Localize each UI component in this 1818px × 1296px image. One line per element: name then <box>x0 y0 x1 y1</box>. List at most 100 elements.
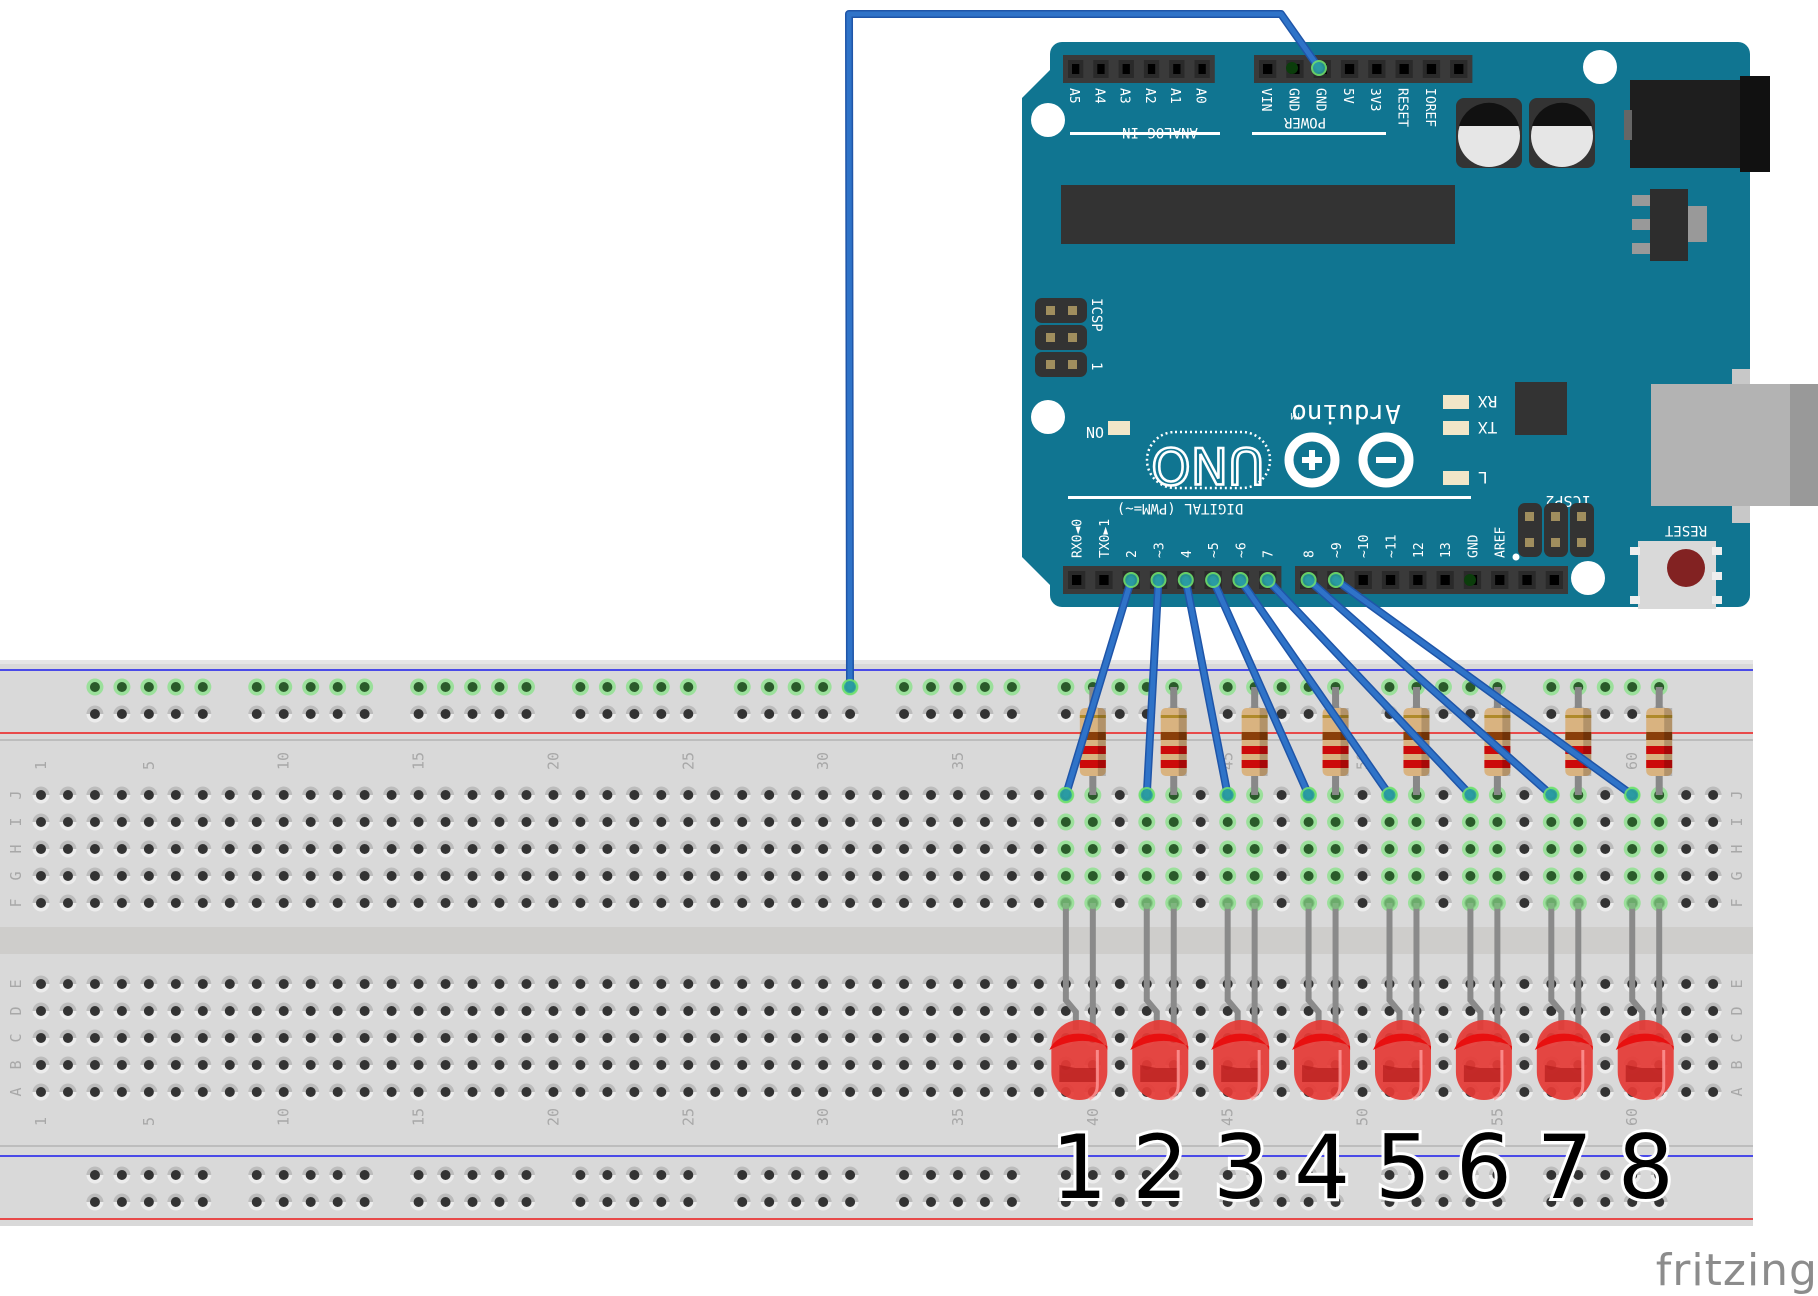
rail-hole-bottom-neg[interactable] <box>248 1166 266 1184</box>
hole-I11[interactable] <box>302 813 320 831</box>
hole-D2[interactable] <box>59 1002 77 1020</box>
signal-wire-pin-6[interactable] <box>1232 572 1398 803</box>
hole-I8[interactable] <box>221 813 239 831</box>
hole-F25[interactable] <box>679 894 697 912</box>
hole-B6[interactable] <box>167 1056 185 1074</box>
hole-E19[interactable] <box>517 975 535 993</box>
hole-I34[interactable] <box>922 813 940 831</box>
hole-A12[interactable] <box>329 1083 347 1101</box>
hole-C20[interactable] <box>544 1029 562 1047</box>
hole-C12[interactable] <box>329 1029 347 1047</box>
hole-F35[interactable] <box>949 894 967 912</box>
hole-D3[interactable] <box>86 1002 104 1020</box>
rail-hole-top-neg[interactable] <box>1381 678 1398 696</box>
hole-F16[interactable] <box>437 894 455 912</box>
hole-E63[interactable] <box>1704 975 1722 993</box>
hole-C29[interactable] <box>787 1029 805 1047</box>
rail-hole-bottom-neg[interactable] <box>437 1166 455 1184</box>
rail-hole-top-pos[interactable] <box>571 705 589 723</box>
hole-H5[interactable] <box>140 840 158 858</box>
hole-C25[interactable] <box>679 1029 697 1047</box>
hole-A1[interactable] <box>32 1083 50 1101</box>
hole-C36[interactable] <box>976 1029 994 1047</box>
rail-hole-top-neg[interactable] <box>787 678 805 696</box>
hole-H10[interactable] <box>275 840 293 858</box>
hole-G1[interactable] <box>32 867 50 885</box>
hole-A44[interactable] <box>1192 1083 1210 1101</box>
hole-G29[interactable] <box>787 867 805 885</box>
hole-F29[interactable] <box>787 894 805 912</box>
hole-F5[interactable] <box>140 894 158 912</box>
hole-F31[interactable] <box>841 894 859 912</box>
hole-C5[interactable] <box>140 1029 158 1047</box>
rail-hole-bottom-pos[interactable] <box>437 1193 455 1211</box>
hole-I2[interactable] <box>59 813 77 831</box>
hole-H42[interactable] <box>1138 840 1156 858</box>
hole-I57[interactable] <box>1542 813 1560 831</box>
rail-hole-bottom-pos[interactable] <box>1246 1193 1264 1211</box>
rail-hole-bottom-pos[interactable] <box>1461 1193 1479 1211</box>
hole-J21[interactable] <box>571 786 589 804</box>
hole-F4[interactable] <box>113 894 131 912</box>
rail-hole-bottom-neg[interactable] <box>922 1166 940 1184</box>
hole-C1[interactable] <box>32 1029 50 1047</box>
hole-I16[interactable] <box>437 813 455 831</box>
hole-C27[interactable] <box>733 1029 751 1047</box>
hole-G60[interactable] <box>1623 867 1641 885</box>
hole-G46[interactable] <box>1246 867 1264 885</box>
hole-F9[interactable] <box>248 894 266 912</box>
hole-B56[interactable] <box>1515 1056 1533 1074</box>
hole-H34[interactable] <box>922 840 940 858</box>
rail-hole-bottom-pos[interactable] <box>625 1193 643 1211</box>
hole-H55[interactable] <box>1488 840 1506 858</box>
hole-I51[interactable] <box>1381 813 1398 831</box>
hole-H28[interactable] <box>760 840 778 858</box>
hole-G58[interactable] <box>1569 867 1587 885</box>
hole-E24[interactable] <box>652 975 670 993</box>
rail-hole-bottom-pos[interactable] <box>1407 1193 1425 1211</box>
hole-C26[interactable] <box>706 1029 724 1047</box>
hole-A36[interactable] <box>976 1083 994 1101</box>
hole-F28[interactable] <box>760 894 778 912</box>
rail-hole-top-neg[interactable] <box>248 678 266 696</box>
hole-I52[interactable] <box>1407 813 1425 831</box>
hole-D18[interactable] <box>490 1002 508 1020</box>
hole-G55[interactable] <box>1488 867 1506 885</box>
hole-D8[interactable] <box>221 1002 239 1020</box>
hole-B41[interactable] <box>1111 1056 1129 1074</box>
rail-hole-bottom-pos[interactable] <box>464 1193 482 1211</box>
hole-J33[interactable] <box>895 786 913 804</box>
hole-I62[interactable] <box>1677 813 1695 831</box>
hole-C3[interactable] <box>86 1029 104 1047</box>
rail-hole-top-pos[interactable] <box>329 705 347 723</box>
rail-hole-bottom-neg[interactable] <box>356 1166 374 1184</box>
hole-C19[interactable] <box>517 1029 535 1047</box>
rail-hole-bottom-pos[interactable] <box>1219 1193 1237 1211</box>
rail-hole-top-neg[interactable] <box>1623 678 1641 696</box>
rail-hole-top-neg[interactable] <box>356 678 374 696</box>
hole-J44[interactable] <box>1192 786 1210 804</box>
hole-C17[interactable] <box>464 1029 482 1047</box>
hole-E2[interactable] <box>59 975 77 993</box>
hole-E35[interactable] <box>949 975 967 993</box>
hole-A37[interactable] <box>1003 1083 1021 1101</box>
rail-hole-bottom-pos[interactable] <box>814 1193 832 1211</box>
rail-hole-bottom-neg[interactable] <box>1300 1166 1318 1184</box>
hole-F19[interactable] <box>517 894 535 912</box>
hole-E21[interactable] <box>571 975 589 993</box>
hole-B14[interactable] <box>383 1056 401 1074</box>
hole-F53[interactable] <box>1434 894 1452 912</box>
rail-hole-top-neg[interactable] <box>1057 678 1075 696</box>
hole-H35[interactable] <box>949 840 967 858</box>
rail-hole-bottom-pos[interactable] <box>194 1193 212 1211</box>
hole-G36[interactable] <box>976 867 994 885</box>
hole-G7[interactable] <box>194 867 212 885</box>
hole-D10[interactable] <box>275 1002 293 1020</box>
hole-I42[interactable] <box>1138 813 1156 831</box>
hole-C44[interactable] <box>1192 1029 1210 1047</box>
rail-hole-bottom-pos[interactable] <box>1542 1193 1560 1211</box>
hole-A15[interactable] <box>410 1083 428 1101</box>
hole-A19[interactable] <box>517 1083 535 1101</box>
rail-hole-top-pos[interactable] <box>302 705 320 723</box>
hole-B1[interactable] <box>32 1056 50 1074</box>
